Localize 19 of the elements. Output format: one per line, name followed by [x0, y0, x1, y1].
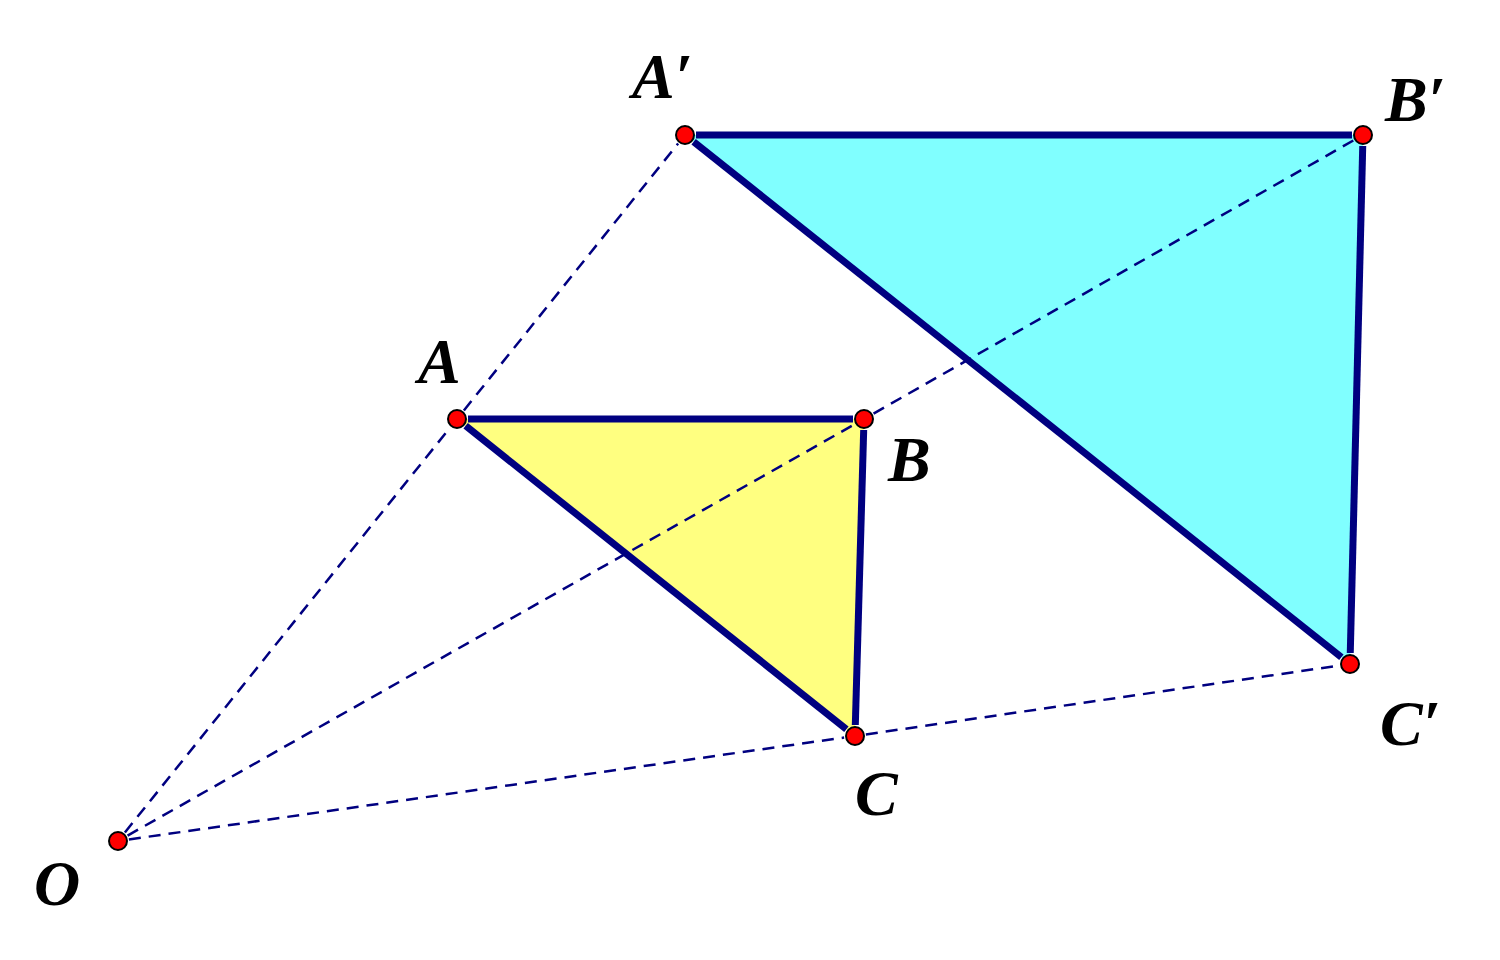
dashed-line	[462, 142, 680, 412]
point-marker	[447, 409, 467, 429]
point-label: B′	[1385, 68, 1446, 132]
dashed-line	[872, 139, 1355, 415]
point-marker	[108, 831, 128, 851]
point-marker	[675, 125, 695, 145]
triangle-side	[468, 415, 853, 423]
point-label: C′	[1380, 692, 1441, 756]
dashed-line	[128, 736, 845, 841]
point-marker	[854, 409, 874, 429]
point-marker	[1340, 654, 1360, 674]
point-marker	[1353, 125, 1373, 145]
point-label: O	[34, 852, 81, 916]
point-label: B	[888, 428, 931, 492]
triangle-side	[851, 429, 868, 726]
point-marker	[845, 726, 865, 746]
triangle-side	[696, 131, 1352, 139]
point-label: C	[855, 762, 898, 826]
triangle-side	[1346, 145, 1367, 654]
